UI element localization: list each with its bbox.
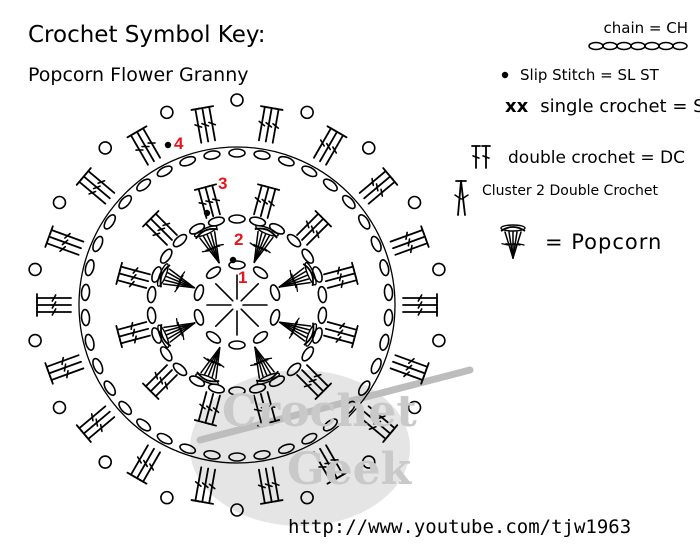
round-label-3: 3 [218, 174, 228, 193]
round-4-dc-fan-1 [313, 125, 348, 166]
round-4-dc-fan-12 [44, 354, 85, 385]
round-4-loops [28, 93, 446, 517]
round-4-dc-fan-13 [36, 293, 72, 317]
round-4-dc-fan-15 [75, 167, 116, 205]
round-3-dc-fan-7 [142, 364, 178, 400]
round-4-dc-fan-7 [313, 444, 348, 485]
popcorn-inner-6 [156, 263, 196, 293]
round-4-dc-fan-6 [358, 405, 399, 443]
round-4-dc-fan-2 [358, 167, 399, 205]
round-1 [193, 260, 281, 350]
round-3-dc-fan-5 [253, 391, 281, 427]
watermark-line-2: Geek [287, 444, 412, 495]
single-crochet-symbol: xx [505, 96, 529, 117]
round-3-dc-fan-8 [115, 321, 151, 349]
round-4-dc-fan-9 [190, 466, 216, 505]
round-4-dc-fan-5 [389, 354, 430, 385]
popcorn-inner-5 [157, 318, 196, 349]
key-double-crochet-symbol [471, 145, 491, 169]
key-popcorn-symbol [500, 224, 526, 259]
round-3-dc-fan-6 [193, 391, 221, 427]
round-4-dc-fan-17 [190, 105, 217, 144]
round-3-chain [80, 148, 394, 462]
key-slip-stitch-label: Slip Stitch = SL ST [520, 66, 659, 84]
watermark-line-1: Crochet [222, 386, 417, 437]
key-cluster-symbol [454, 180, 469, 216]
round-3-outline [78, 146, 396, 464]
key-single-crochet-label: xx single crochet = SC [505, 96, 700, 117]
slip-stitch-dot-1 [229, 256, 237, 264]
round-3-dc-fan-9 [115, 261, 151, 289]
key-popcorn-label: = Popcorn [545, 230, 663, 254]
key-chain-symbol [588, 41, 688, 51]
round-3-dc-fan-3 [323, 321, 359, 349]
round-2 [146, 214, 328, 396]
popcorn-inner-0 [249, 224, 279, 264]
youtube-url[interactable]: http://www.youtube.com/tjw1963 [288, 516, 632, 538]
slip-stitch-dot-2 [203, 209, 211, 217]
round-3-dc-fan-4 [296, 364, 332, 400]
popcorn-inner-4 [195, 346, 225, 386]
round-label-2: 2 [234, 230, 244, 249]
round-4-dc-fan-0 [258, 105, 284, 144]
popcorn-inner-3 [250, 346, 281, 385]
key-chain-label: chain = CH [603, 19, 688, 37]
round-label-1: 1 [238, 268, 248, 287]
round-4-dc-fan-16 [126, 125, 161, 166]
round-4-dc-fan-8 [257, 466, 284, 505]
round-3-dc-fan-0 [253, 183, 281, 219]
key-double-crochet-label: double crochet = DC [508, 148, 685, 168]
round-4-dc-fan-3 [389, 225, 430, 256]
round-3-dc-fan-2 [323, 261, 359, 289]
round-4-dc-fan-10 [126, 444, 161, 485]
pattern-name: Popcorn Flower Granny [28, 64, 249, 86]
watermark-logo [190, 366, 474, 526]
round-label-4: 4 [174, 134, 184, 153]
round-3-dc-fan-1 [296, 210, 332, 246]
popcorn-inner-2 [278, 317, 318, 347]
round-4-dc-fan-11 [75, 405, 116, 443]
page-title: Crochet Symbol Key: [28, 22, 266, 48]
popcorn-inner-7 [193, 225, 224, 264]
slip-stitch-dot-3 [164, 141, 172, 149]
popcorn-inner-1 [278, 261, 317, 292]
key-cluster-label: Cluster 2 Double Crochet [482, 183, 659, 199]
round-4-dc-fan-14 [44, 225, 85, 256]
round-4-dc-fan-4 [402, 293, 438, 317]
key-slip-stitch-dot [501, 71, 509, 79]
single-crochet-text: single crochet = SC [540, 96, 700, 117]
round-3-dc-fan-10 [142, 210, 178, 246]
